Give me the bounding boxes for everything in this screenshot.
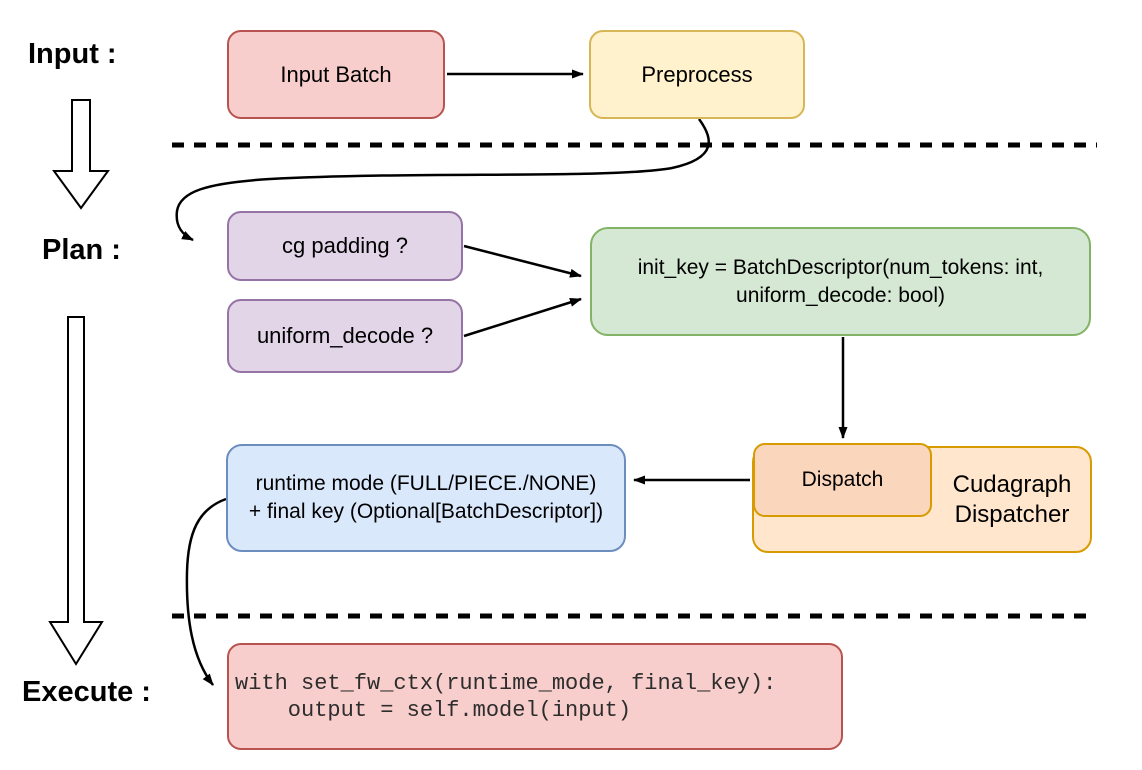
node-init-key-line1: init_key = BatchDescriptor(num_tokens: i…: [637, 255, 1044, 279]
execute-code-line1: with set_fw_ctx(runtime_mode, final_key)…: [235, 670, 777, 696]
node-init-key-line2: uniform_decode: bool): [736, 283, 945, 307]
node-preprocess-label: Preprocess: [641, 61, 753, 87]
stage-label-plan: Plan :: [42, 234, 121, 266]
node-cg-padding: cg padding ?: [227, 211, 463, 281]
node-input-batch-label: Input Batch: [280, 61, 392, 87]
cudagraph-label-line2: Dispatcher: [954, 500, 1070, 528]
execute-code-line2: output = self.model(input): [235, 697, 632, 723]
node-runtime-mode: runtime mode (FULL/PIECE./NONE) + final …: [226, 444, 626, 552]
node-runtime-mode-line2: + final key (Optional[BatchDescriptor]): [248, 500, 604, 523]
node-init-key: init_key = BatchDescriptor(num_tokens: i…: [590, 227, 1091, 336]
stage-label-execute: Execute :: [22, 676, 151, 708]
node-input-batch: Input Batch: [227, 30, 445, 119]
node-dispatch-label: Dispatch: [801, 468, 884, 492]
cudagraph-label-line1: Cudagraph: [952, 470, 1072, 498]
node-preprocess: Preprocess: [589, 30, 805, 119]
connector-uniformdecode-to-initkey: [463, 297, 582, 338]
stage-arrow-plan-to-execute: [48, 316, 104, 666]
stage-arrow-input-to-plan: [52, 99, 110, 210]
node-uniform-decode-label: uniform_decode ?: [256, 323, 434, 349]
stage-label-input: Input :: [28, 38, 117, 70]
node-dispatch: Dispatch: [753, 443, 932, 517]
node-uniform-decode: uniform_decode ?: [227, 299, 463, 373]
node-cg-padding-label: cg padding ?: [282, 233, 408, 259]
connector-cgpadding-to-initkey: [463, 244, 582, 278]
connector-runtimemode-to-execute: [185, 497, 227, 686]
node-runtime-mode-line1: runtime mode (FULL/PIECE./NONE): [255, 472, 597, 496]
node-cudagraph-dispatcher-label: Cudagraph Dispatcher: [932, 446, 1092, 553]
node-execute-code: with set_fw_ctx(runtime_mode, final_key)…: [227, 643, 843, 750]
